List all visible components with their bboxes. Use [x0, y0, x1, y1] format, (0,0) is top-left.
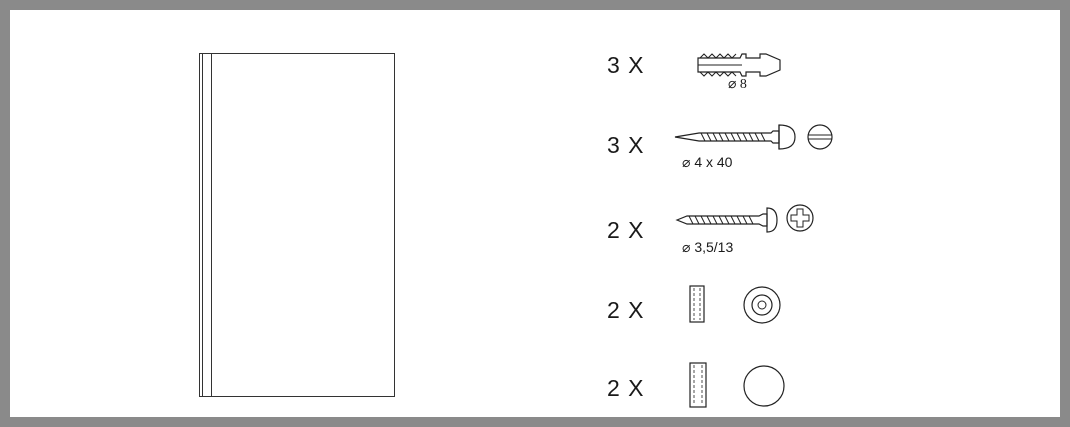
- quantity-label: 2 X: [607, 297, 645, 323]
- dimension-label: ⌀ 3,5/13: [682, 239, 734, 255]
- dimension-label: ⌀ 8: [728, 77, 747, 92]
- bracket-icon: [689, 285, 705, 323]
- dimension-label: ⌀ 4 x 40: [682, 154, 733, 170]
- quantity-label: 3 X: [607, 132, 645, 158]
- mirror-panel: [199, 53, 395, 397]
- wall-plug-icon: [697, 53, 781, 77]
- quantity-label: 3 X: [607, 52, 645, 78]
- quantity-label: 2 X: [607, 375, 645, 401]
- washer-icon: [743, 286, 781, 324]
- quantity-label: 2 X: [607, 217, 645, 243]
- slotted-screw-icon: [674, 124, 833, 150]
- panel-edge-line: [202, 54, 203, 396]
- cover-cap-icon: [743, 365, 785, 407]
- phillips-screw-icon: [675, 204, 814, 233]
- bracket-icon: [689, 362, 707, 408]
- panel-edge-line: [211, 54, 212, 396]
